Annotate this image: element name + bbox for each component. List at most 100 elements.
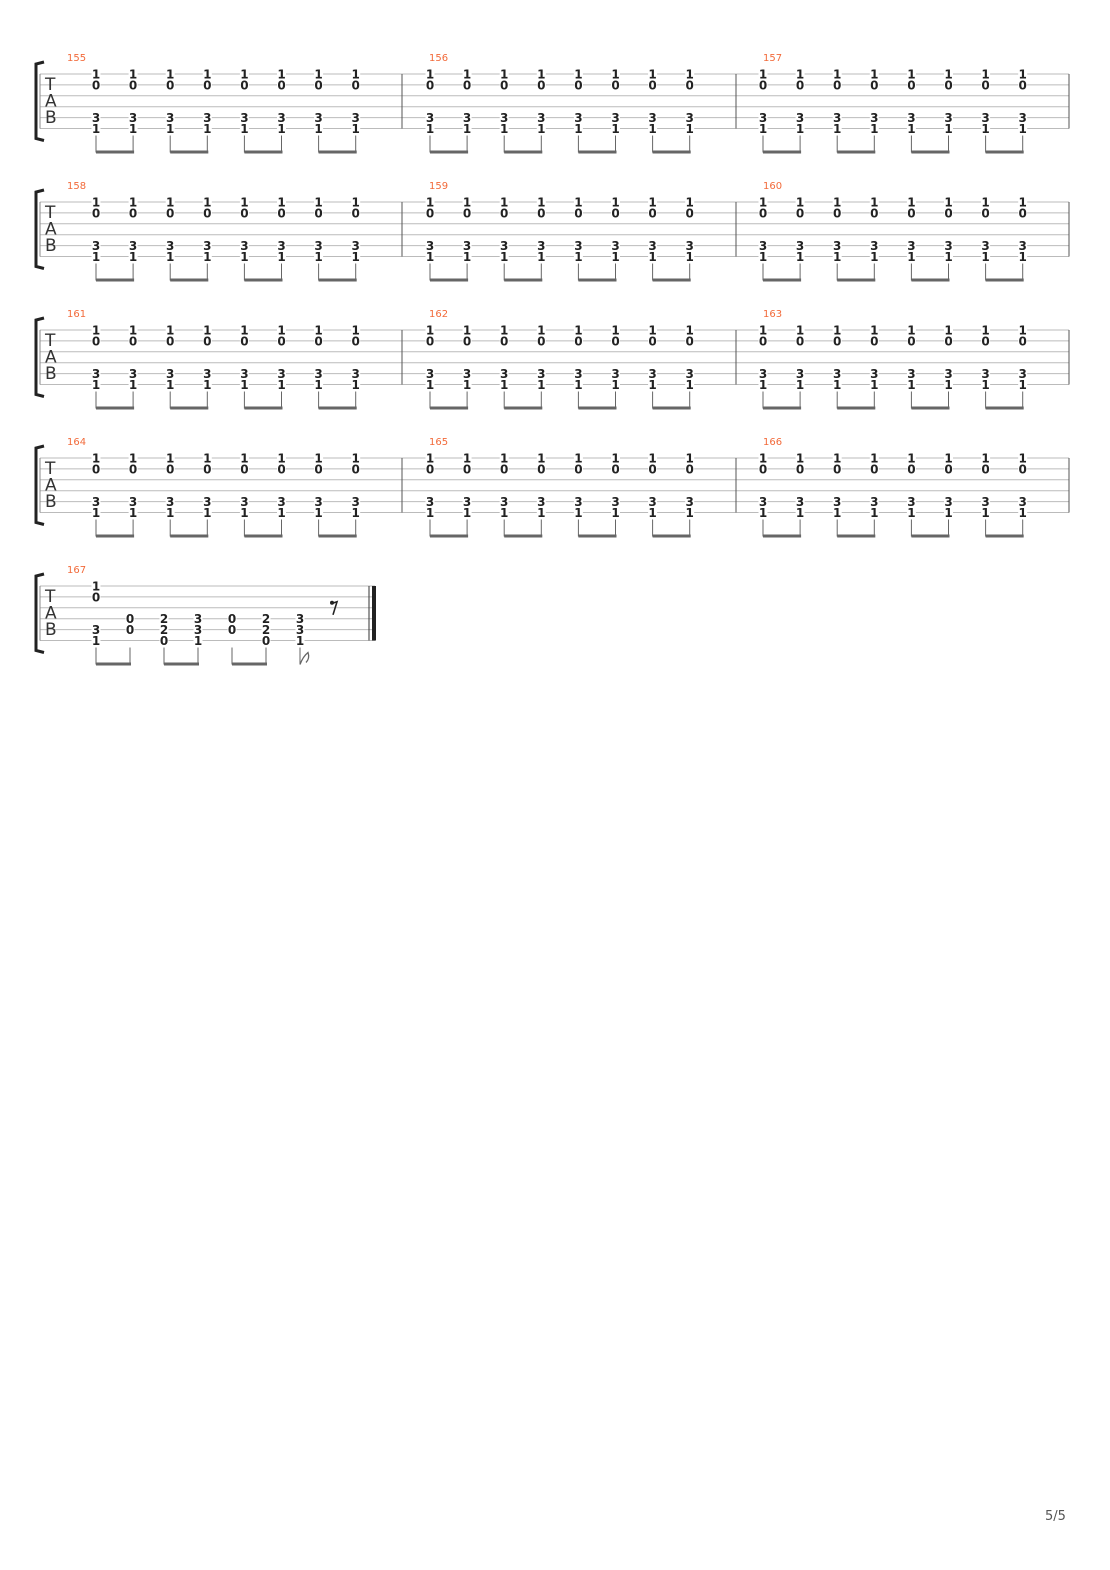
fret-number: 1 <box>277 122 285 136</box>
fret-number: 1 <box>129 250 137 264</box>
fret-number: 1 <box>981 452 989 466</box>
fret-mask <box>648 463 658 474</box>
fret-number: 0 <box>833 78 841 92</box>
fret-number: 1 <box>759 506 767 520</box>
fret-mask <box>227 613 237 624</box>
fret-mask <box>611 69 620 79</box>
fret-mask <box>239 463 249 474</box>
fret-number: 0 <box>611 78 619 92</box>
fret-mask <box>425 507 435 518</box>
fret-number: 0 <box>92 462 100 476</box>
fret-number: 0 <box>203 334 211 348</box>
beam <box>911 534 950 538</box>
fret-number: 1 <box>166 122 174 136</box>
fret-mask <box>1018 335 1028 346</box>
fret-mask <box>1018 197 1028 207</box>
fret-mask <box>462 325 472 335</box>
fret-mask <box>277 379 286 390</box>
fret-mask <box>981 507 991 518</box>
fret-number: 1 <box>352 324 360 338</box>
fret-number: 1 <box>611 324 619 338</box>
fret-mask <box>239 325 249 335</box>
fret-mask <box>425 197 435 207</box>
fret-mask <box>462 379 472 390</box>
fret-number: 1 <box>759 324 767 338</box>
fret-mask <box>202 463 212 474</box>
fret-mask <box>795 112 805 123</box>
fret-mask <box>314 335 324 346</box>
fret-number: 0 <box>352 78 360 92</box>
fret-mask <box>906 368 916 379</box>
fret-number: 1 <box>796 196 804 210</box>
fret-mask <box>536 496 546 507</box>
fret-number: 0 <box>907 78 915 92</box>
fret-number: 0 <box>759 206 767 220</box>
fret-mask <box>944 69 953 79</box>
fret-mask <box>648 379 658 390</box>
fret-number: 1 <box>944 250 952 264</box>
fret-number: 0 <box>907 334 915 348</box>
fret-mask <box>536 463 546 474</box>
fret-mask <box>906 79 916 90</box>
fret-mask <box>981 335 991 346</box>
fret-mask <box>314 123 324 134</box>
fret-mask <box>91 240 101 251</box>
fret-number: 1 <box>314 506 322 520</box>
fret-number: 1 <box>203 196 211 210</box>
fret-mask <box>314 197 324 207</box>
fret-number: 3 <box>314 239 322 253</box>
fret-number: 1 <box>907 506 915 520</box>
fret-mask <box>1018 496 1028 507</box>
fret-number: 1 <box>166 68 174 82</box>
fret-number: 1 <box>277 452 285 466</box>
fret-number: 1 <box>352 506 360 520</box>
fret-mask <box>1018 123 1028 134</box>
fret-number: 1 <box>500 250 508 264</box>
fret-number: 3 <box>240 111 248 125</box>
fret-number: 3 <box>1019 111 1027 125</box>
fret-mask <box>611 453 620 463</box>
fret-mask <box>981 496 991 507</box>
fret-number: 1 <box>352 68 360 82</box>
fret-number: 1 <box>574 324 582 338</box>
fret-number: 1 <box>611 506 619 520</box>
system-bracket <box>34 572 45 654</box>
fret-mask <box>462 123 472 134</box>
fret-number: 1 <box>574 452 582 466</box>
fret-mask <box>573 69 583 79</box>
fret-number: 1 <box>92 580 100 594</box>
fret-number: 3 <box>203 495 211 509</box>
fret-mask <box>202 240 212 251</box>
fret-number: 1 <box>574 196 582 210</box>
fret-number: 0 <box>1019 206 1027 220</box>
fret-mask <box>944 112 953 123</box>
fret-mask <box>462 240 472 251</box>
fret-number: 1 <box>944 196 952 210</box>
fret-mask <box>202 251 212 262</box>
fret-number: 3 <box>240 367 248 381</box>
tab-clef-letter: B <box>45 492 57 512</box>
fret-mask <box>499 463 509 474</box>
beam <box>318 534 357 538</box>
fret-number: 1 <box>314 196 322 210</box>
fret-number: 0 <box>870 334 878 348</box>
fret-number: 1 <box>833 196 841 210</box>
fret-number: 1 <box>1019 378 1027 392</box>
beam <box>430 534 469 538</box>
fret-number: 3 <box>611 111 619 125</box>
fret-mask <box>499 325 509 335</box>
fret-mask <box>239 123 249 134</box>
fret-number: 1 <box>314 452 322 466</box>
